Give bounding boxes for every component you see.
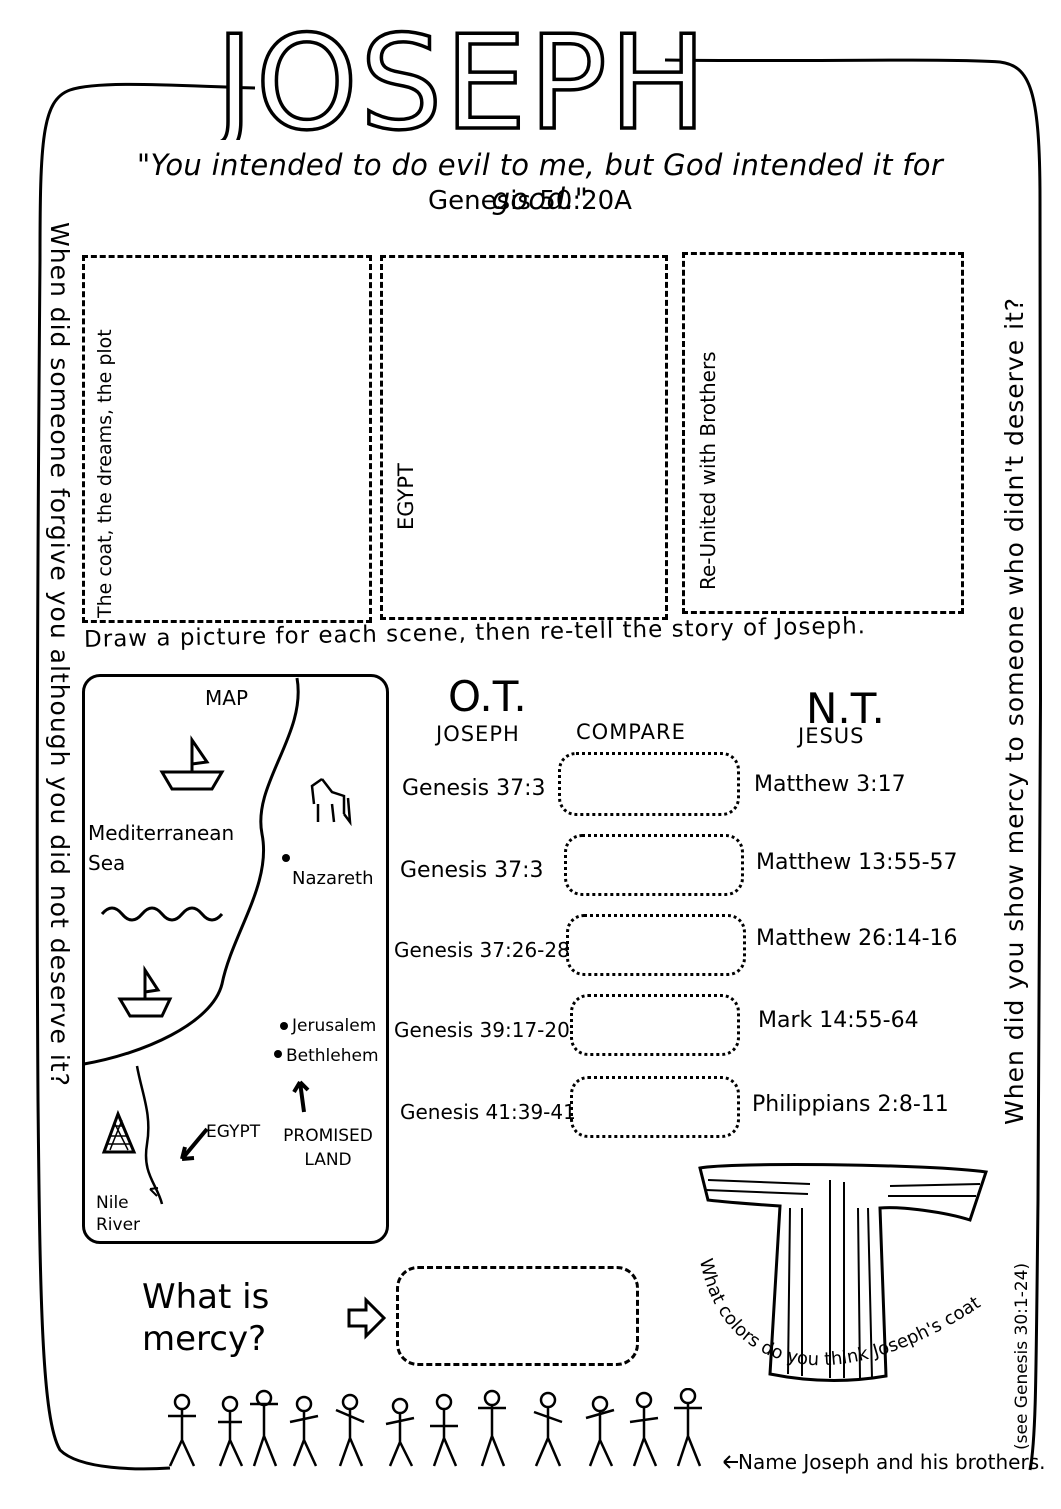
ot-verse: Genesis 41:39-41: [400, 1100, 576, 1124]
coat-question: What colors do you think Joseph's coat w…: [680, 1240, 989, 1370]
scene-label-1: The coat, the dreams, the plot: [94, 329, 116, 618]
brothers-note: Name Joseph and his brothers.: [738, 1450, 1046, 1474]
ot-verse: Genesis 39:17-20: [394, 1018, 570, 1042]
stick-figure-icon: [478, 1389, 506, 1467]
map-egypt-label: EGYPT: [206, 1122, 261, 1142]
compare-box[interactable]: [570, 994, 740, 1056]
coat-question-graphic: What colors do you think Joseph's coat w…: [680, 1240, 989, 1370]
map-nile-label: Nile River: [96, 1193, 141, 1235]
mercy-question: What is mercy?: [142, 1277, 270, 1359]
stick-figure-icon: [629, 1391, 659, 1467]
left-side-question: When did someone forgive you although yo…: [45, 222, 74, 1087]
nt-verse: Matthew 3:17: [754, 772, 906, 797]
waves-icon: [100, 906, 224, 922]
arrow-right-icon: [347, 1296, 387, 1340]
scene-box-3[interactable]: [682, 252, 964, 614]
nt-verse: Matthew 26:14-16: [756, 926, 958, 951]
nt-verse: Mark 14:55-64: [758, 1008, 919, 1033]
stick-figure-icon: [289, 1395, 319, 1467]
stick-figure-icon: [218, 1395, 244, 1467]
scripture-quote: "You intended to do evil to me, but God …: [136, 148, 944, 216]
nt-verse: Matthew 13:55-57: [756, 850, 958, 875]
brothers-reference: (see Genesis 30:1-24): [1012, 1262, 1032, 1450]
pyramid-icon: [101, 1109, 137, 1154]
map-title: MAP: [205, 686, 248, 710]
boat-icon: [117, 964, 173, 1018]
compare-box[interactable]: [558, 752, 740, 816]
stick-figure-icon: [385, 1397, 415, 1467]
ot-subheading: JOSEPH: [436, 722, 520, 746]
stick-figure-icon: [585, 1395, 615, 1467]
ot-verse: Genesis 37:26-28: [394, 938, 570, 962]
ot-heading: O.T.: [448, 672, 527, 721]
arrow-icon: [180, 1127, 209, 1161]
scripture-reference: Genesis 50:20A: [428, 186, 632, 216]
brothers-figures: [168, 1388, 702, 1467]
stick-figure-icon: [533, 1391, 563, 1467]
map-place-jerusalem: Jerusalem: [292, 1016, 377, 1036]
compare-box[interactable]: [570, 1076, 740, 1138]
arrow-left-icon: [723, 1455, 738, 1469]
coat-icon: [698, 1163, 988, 1382]
map-promised-land-label: PROMISED LAND: [283, 1126, 373, 1170]
compare-box[interactable]: [566, 914, 746, 976]
boat-icon: [159, 735, 225, 791]
scene-box-2[interactable]: [380, 255, 668, 620]
stick-figure-icon: [430, 1393, 458, 1467]
nt-heading: N.T.: [806, 684, 885, 733]
stick-figure-icon: [335, 1393, 365, 1467]
scene-label-2: EGYPT: [394, 463, 418, 530]
scene-label-3: Re-United with Brothers: [696, 351, 720, 590]
right-side-question: When did you show mercy to someone who d…: [1000, 296, 1029, 1125]
ot-verse: Genesis 37:3: [402, 776, 546, 801]
map-place-bethlehem: Bethlehem: [286, 1046, 379, 1066]
stick-figure-icon: [168, 1393, 196, 1467]
stick-figure-icon: [250, 1389, 278, 1467]
compare-heading: COMPARE: [576, 720, 686, 744]
title-graphic: JOSEPH: [207, 5, 709, 140]
ot-verse: Genesis 37:3: [400, 858, 544, 883]
svg-text:What colors do you think Josep: What colors do you think Joseph's coat w…: [680, 1240, 989, 1370]
camel-icon: [310, 777, 352, 827]
map-sea-label: Mediterranean Sea: [88, 821, 235, 875]
stick-figure-icon: [674, 1388, 702, 1467]
map-frame: [82, 674, 389, 1244]
mercy-answer-box[interactable]: [396, 1266, 639, 1366]
map-place-nazareth: Nazareth: [292, 868, 374, 889]
nt-subheading: JESUS: [798, 724, 865, 748]
scene-box-1[interactable]: [82, 255, 372, 623]
map-drawing: [83, 677, 352, 1205]
arrow-icon: [292, 1080, 310, 1113]
nt-verse: Philippians 2:8-11: [752, 1092, 949, 1117]
compare-box[interactable]: [564, 834, 744, 896]
page-title: JOSEPH: [208, 7, 708, 140]
